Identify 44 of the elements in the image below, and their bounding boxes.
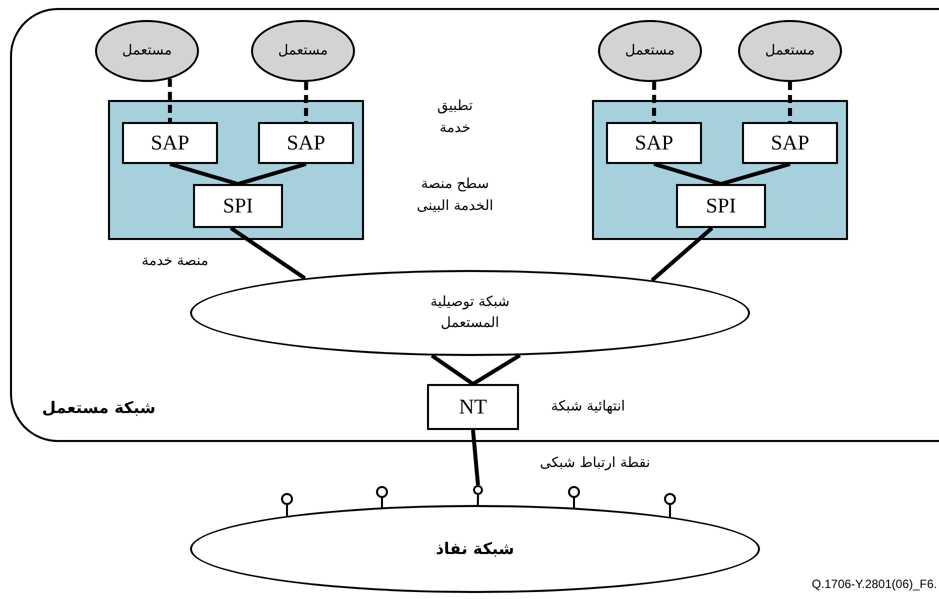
dashed-connector — [168, 78, 172, 122]
connector-line — [653, 162, 722, 186]
connector-line — [471, 430, 480, 486]
connector-line — [476, 494, 479, 506]
node-label: مستعمل — [625, 42, 675, 60]
connector-line — [650, 226, 714, 282]
annotation-label: نقطة ارتباط شبكى — [538, 454, 652, 473]
node-label: SAP — [770, 130, 810, 156]
annotation-label: سطح منصة الخدمة البينى — [416, 175, 494, 216]
node-label: SPI — [222, 194, 254, 218]
node-label: SAP — [286, 130, 326, 156]
node-label: شبكة نفاذ — [436, 538, 514, 560]
node-label: SPI — [706, 194, 736, 218]
node-label: SAP — [634, 130, 674, 156]
dashed-connector — [304, 82, 308, 122]
process-box — [676, 184, 766, 228]
process-box — [193, 184, 283, 228]
node-label: مستعمل — [278, 42, 328, 60]
connection-point — [473, 485, 483, 495]
node-label: شبكة مستعمل — [42, 397, 156, 419]
network-boundary — [10, 8, 939, 442]
connector-line — [230, 226, 306, 280]
process-box — [258, 122, 354, 164]
connector-line — [472, 354, 521, 386]
box-shape — [592, 100, 848, 240]
node-caption: انتهائية شبكة — [551, 398, 625, 416]
node-label: مستعمل — [122, 42, 172, 60]
dashed-connector — [788, 82, 792, 122]
node-label: SAP — [150, 130, 190, 156]
connector-line — [237, 162, 307, 186]
process-box — [606, 122, 702, 164]
process-box — [122, 122, 218, 164]
annotation-label: منصة خدمة — [140, 252, 210, 271]
annotation-label: تطبيق خدمة — [436, 97, 474, 138]
dashed-connector — [652, 82, 656, 122]
connector-line — [720, 162, 791, 186]
connector-line — [430, 354, 474, 386]
box-shape — [108, 100, 364, 240]
process-box — [742, 122, 838, 164]
connector-line — [169, 162, 239, 186]
node-label: مستعمل — [765, 42, 815, 60]
figure-id: Q.1706-Y.2801(06)_F6. — [812, 577, 937, 591]
node-label: NT — [459, 394, 487, 420]
node-label: شبكة توصيلية المستعمل — [429, 293, 511, 333]
